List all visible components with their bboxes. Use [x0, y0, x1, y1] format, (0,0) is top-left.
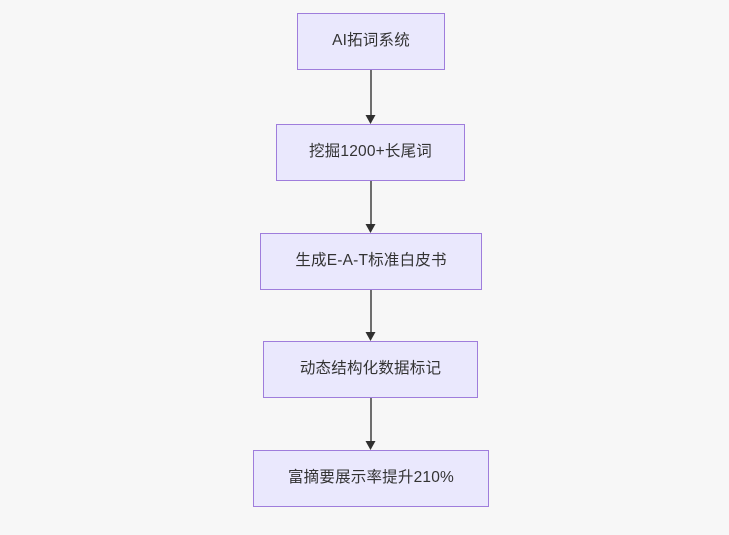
flow-node-n3[interactable]: 生成E-A-T标准白皮书: [260, 233, 482, 290]
flow-edge-n1-n2: [370, 70, 372, 115]
flow-edge-n3-n4: [370, 290, 372, 332]
flow-node-label: 生成E-A-T标准白皮书: [295, 252, 447, 270]
flow-node-n4[interactable]: 动态结构化数据标记: [263, 341, 478, 398]
flow-edge-n4-n5: [370, 398, 372, 441]
flow-arrowhead-n4-n5: [365, 441, 376, 450]
flow-arrowhead-n1-n2: [365, 115, 376, 124]
flow-node-label: 挖掘1200+长尾词: [308, 143, 433, 161]
flow-arrowhead-n2-n3: [365, 224, 376, 233]
flow-arrowhead-n3-n4: [365, 332, 376, 341]
flow-node-label: 富摘要展示率提升210%: [287, 469, 455, 487]
flow-edge-n2-n3: [370, 181, 372, 224]
flow-node-label: 动态结构化数据标记: [299, 360, 442, 378]
flow-node-n5[interactable]: 富摘要展示率提升210%: [253, 450, 489, 507]
flow-node-n1[interactable]: AI拓词系统: [297, 13, 445, 70]
flow-node-n2[interactable]: 挖掘1200+长尾词: [276, 124, 465, 181]
flow-node-label: AI拓词系统: [332, 32, 410, 50]
